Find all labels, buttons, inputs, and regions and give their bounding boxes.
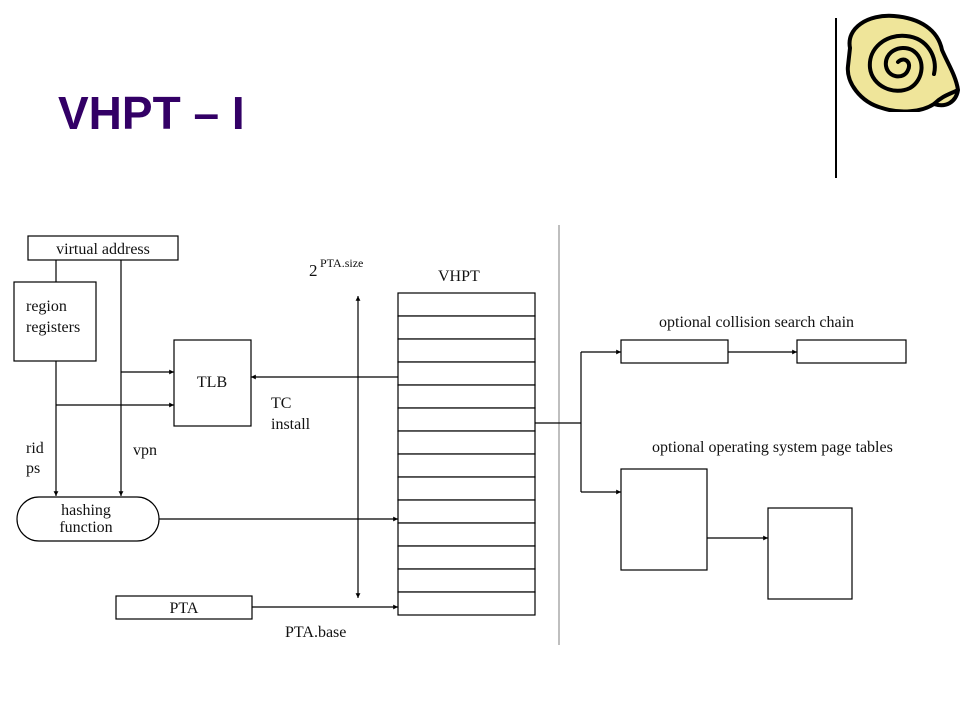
region-registers-label-2: registers	[26, 319, 80, 336]
vhpt-entry	[397, 591, 536, 616]
collision-chain-label: optional collision search chain	[659, 314, 854, 331]
virtual-address-box	[27, 235, 179, 261]
vhpt-entry	[397, 522, 536, 547]
hashing-label-1: hashing	[61, 502, 111, 519]
hashing-label-2: function	[59, 519, 112, 536]
collision-entry-1	[620, 339, 729, 364]
vhpt-table	[397, 292, 536, 616]
rid-label: rid	[26, 440, 44, 457]
vhpt-entry	[397, 453, 536, 478]
scroll-icon	[845, 13, 960, 112]
vhpt-entry	[397, 361, 536, 386]
vhpt-entry	[397, 407, 536, 432]
pta-base-label: PTA.base	[285, 624, 346, 641]
pta-label: PTA	[170, 600, 199, 617]
tlb-label: TLB	[197, 374, 227, 391]
virtual-address-label: virtual address	[56, 241, 150, 258]
vhpt-entry	[397, 430, 536, 455]
vhpt-entry	[397, 545, 536, 570]
vpn-label: vpn	[133, 442, 157, 459]
vhpt-entry	[397, 476, 536, 501]
tc-label: TC	[271, 395, 291, 412]
vhpt-entry	[397, 568, 536, 593]
pta-size-exponent: PTA.size	[320, 256, 363, 270]
vhpt-entry	[397, 384, 536, 409]
title-divider	[835, 18, 837, 178]
vhpt-entry	[397, 338, 536, 363]
region-registers-label-1: region	[26, 298, 67, 315]
ps-label: ps	[26, 460, 40, 477]
pta-size-base: 2	[309, 261, 318, 280]
vhpt-entry	[397, 315, 536, 340]
vhpt-entry	[397, 499, 536, 524]
os-page-tables-label: optional operating system page tables	[652, 439, 893, 456]
os-page-table-2	[767, 507, 853, 600]
vhpt-label: VHPT	[438, 268, 480, 285]
tlb-box	[173, 339, 252, 427]
os-page-table-1	[620, 468, 708, 571]
vhpt-entry	[397, 292, 536, 317]
region-registers-box	[13, 281, 97, 362]
slide-title: VHPT – I	[58, 87, 245, 139]
install-label: install	[271, 416, 311, 433]
collision-entry-2	[796, 339, 907, 364]
